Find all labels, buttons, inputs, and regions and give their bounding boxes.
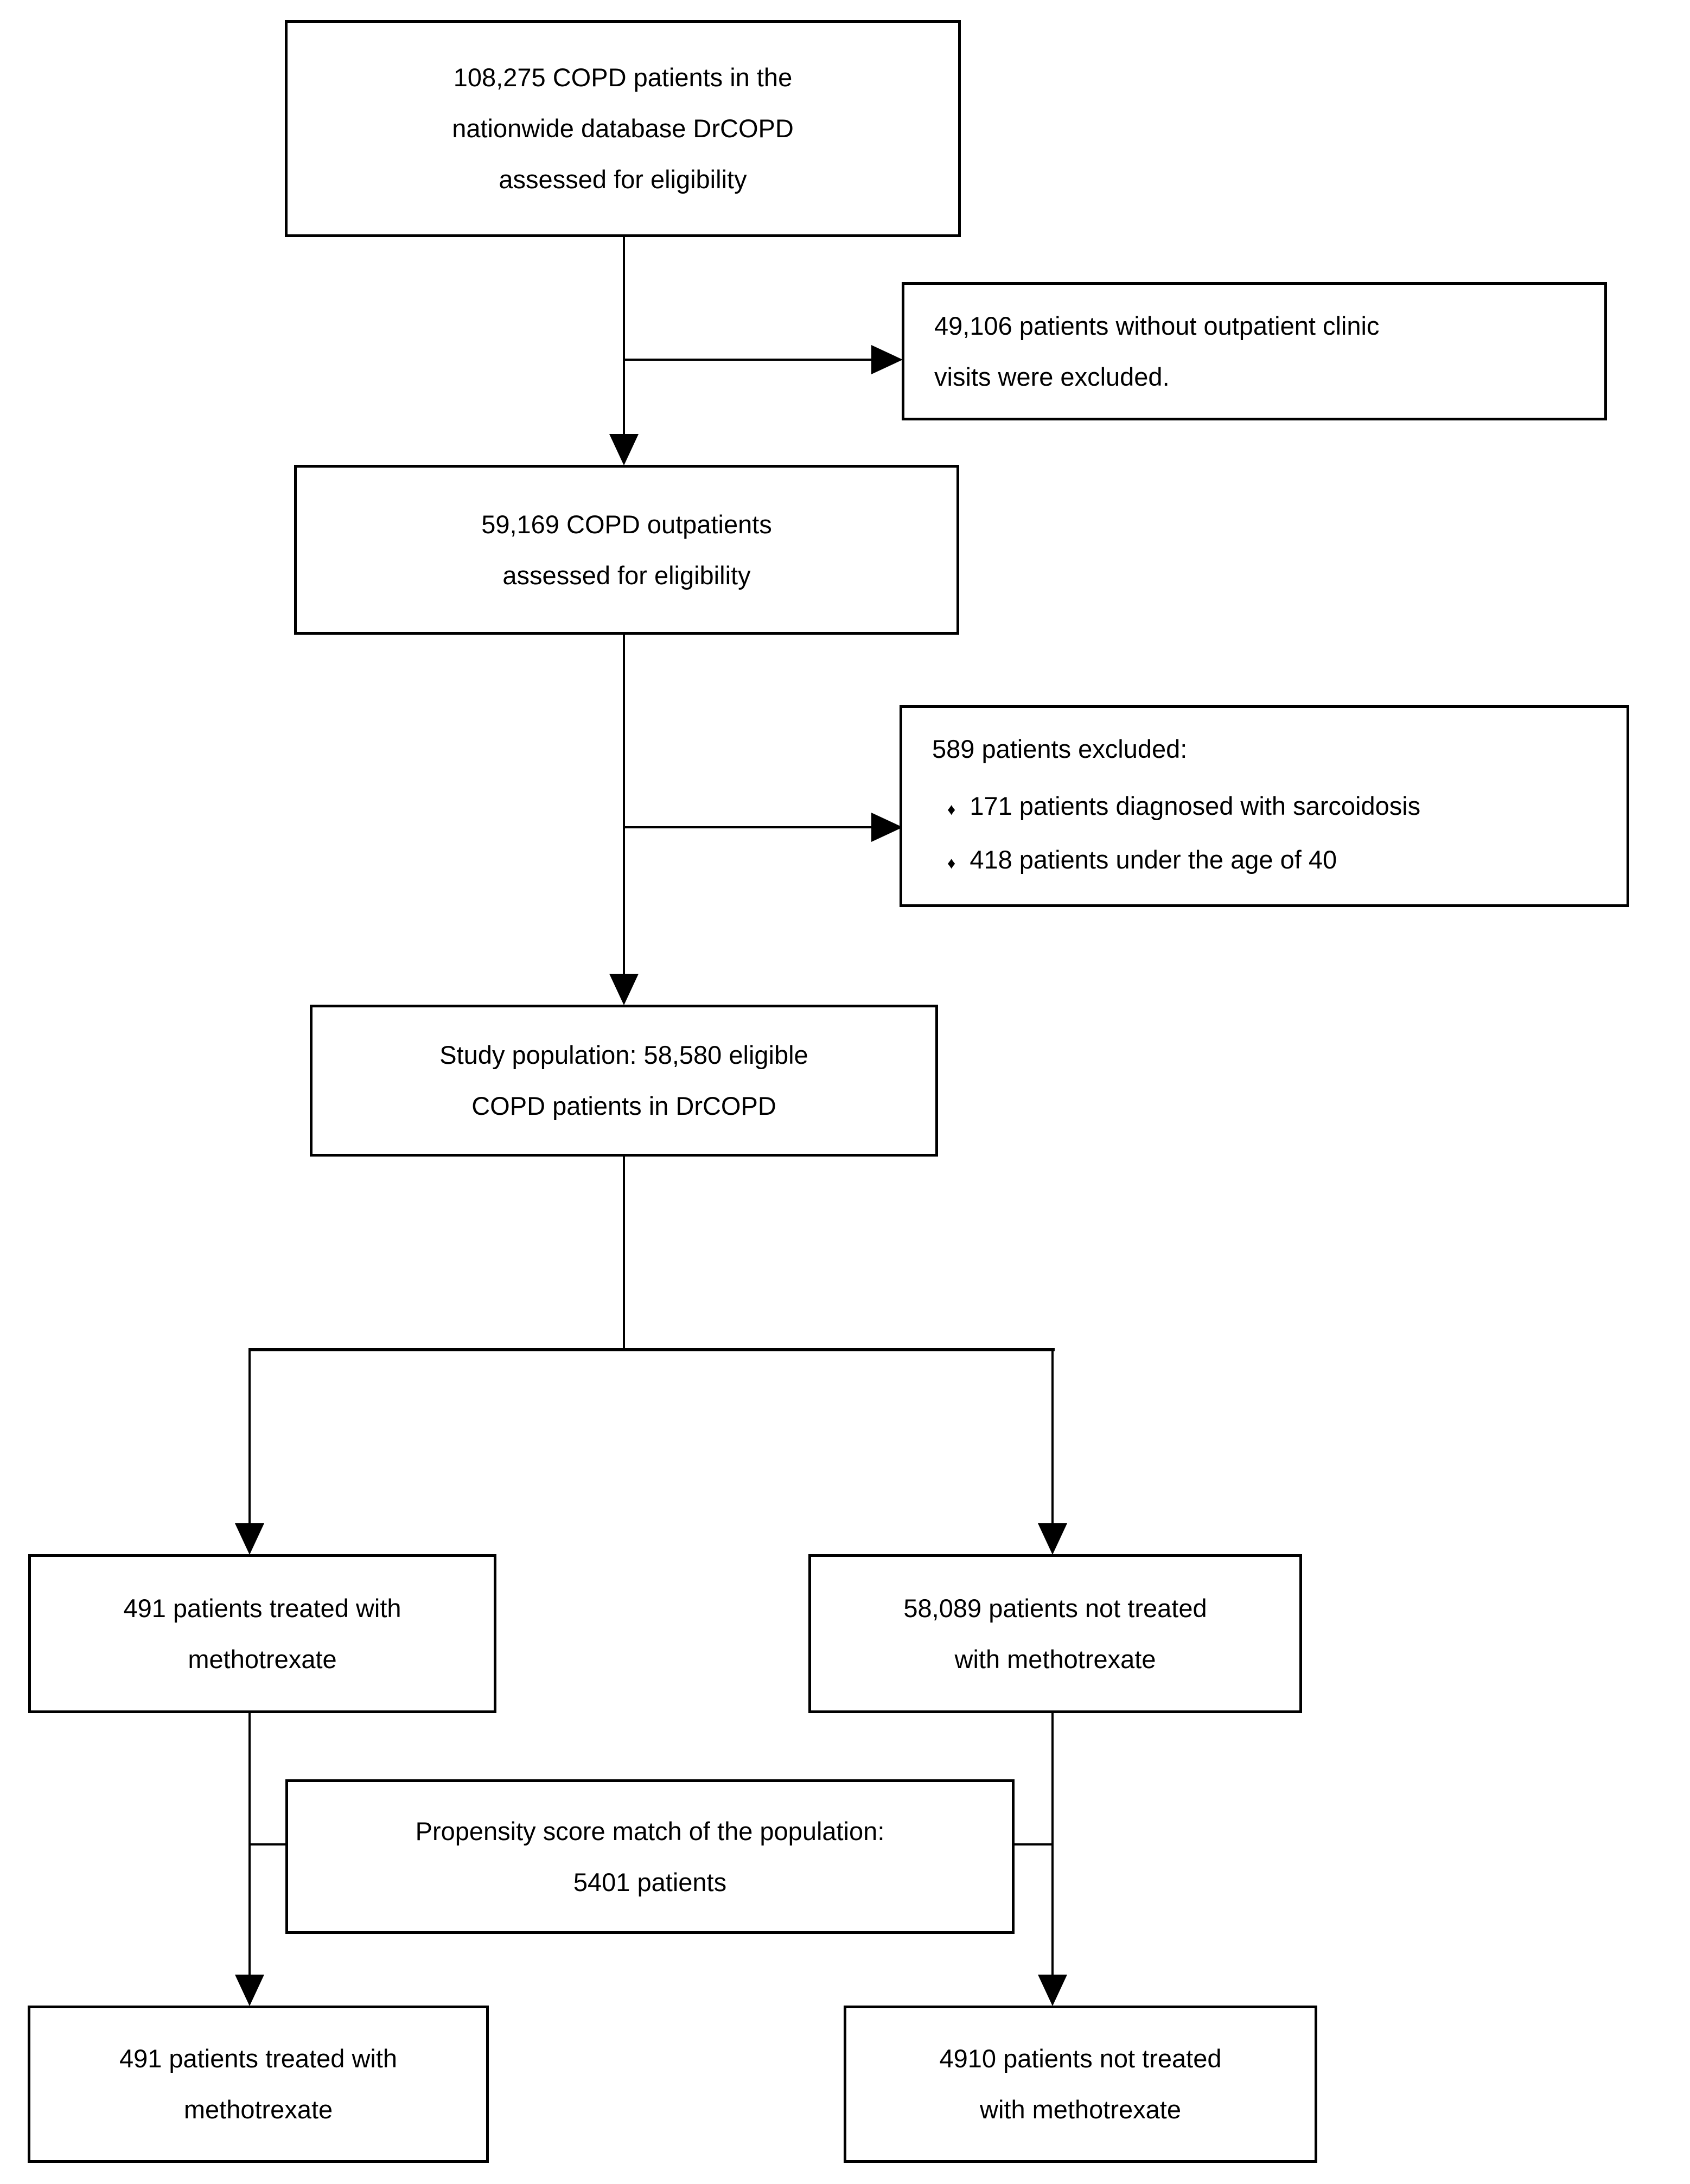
- exclusion-bullet-item: ♦ 418 patients under the age of 40: [947, 835, 1337, 889]
- connector-stub-right: [1015, 1843, 1051, 1845]
- connector-line-vertical: [623, 1157, 625, 1350]
- arrowhead-down-icon: [609, 434, 639, 465]
- box-no-methotrexate-matched-group: 4910 patients not treated with methotrex…: [844, 2006, 1317, 2163]
- connector-line-horizontal: [624, 359, 872, 361]
- box-text-line: 108,275 COPD patients in the: [453, 63, 793, 92]
- box-text-line: assessed for eligibility: [499, 165, 747, 194]
- connector-line-vertical: [623, 635, 625, 976]
- arrowhead-down-icon: [1038, 1975, 1067, 2006]
- split-connector-line: [248, 1348, 1055, 1351]
- connector-stub-left: [251, 1843, 285, 1845]
- connector-line-horizontal: [624, 826, 872, 828]
- connector-line-vertical: [248, 1713, 251, 1976]
- box-text-line: Study population: 58,580 eligible: [439, 1040, 808, 1069]
- box-text-line: 491 patients treated with: [119, 2044, 398, 2073]
- box-excluded-589-patients: 589 patients excluded: ♦ 171 patients di…: [900, 705, 1629, 907]
- box-text-line: assessed for eligibility: [502, 560, 751, 590]
- arrowhead-right-icon: [871, 813, 903, 842]
- connector-line-vertical: [248, 1350, 251, 1524]
- arrowhead-down-icon: [235, 1975, 264, 2006]
- box-text-line: 49,106 patients without outpatient clini…: [934, 311, 1380, 340]
- arrowhead-right-icon: [871, 345, 903, 374]
- box-text-line: with methotrexate: [954, 1644, 1156, 1674]
- connector-line-vertical: [1051, 1713, 1054, 1976]
- exclusion-title: 589 patients excluded:: [932, 735, 1188, 763]
- bullet-label: 418 patients under the age of 40: [970, 845, 1337, 874]
- box-no-methotrexate-group: 58,089 patients not treated with methotr…: [808, 1554, 1302, 1713]
- arrowhead-down-icon: [1038, 1523, 1067, 1555]
- box-copd-outpatients: 59,169 COPD outpatients assessed for eli…: [294, 465, 959, 635]
- box-text-line: nationwide database DrCOPD: [452, 114, 794, 143]
- box-text-line: 491 patients treated with: [123, 1593, 401, 1623]
- box-assessed-for-eligibility: 108,275 COPD patients in the nationwide …: [285, 20, 961, 237]
- box-text-line: 4910 patients not treated: [939, 2044, 1222, 2073]
- diamond-bullet-icon: ♦: [947, 801, 956, 819]
- box-text-line: methotrexate: [183, 2095, 333, 2124]
- box-text-line: 58,089 patients not treated: [903, 1593, 1207, 1623]
- arrowhead-down-icon: [609, 974, 639, 1005]
- box-methotrexate-group: 491 patients treated with methotrexate: [28, 1554, 496, 1713]
- bullet-label: 171 patients diagnosed with sarcoidosis: [970, 791, 1421, 820]
- connector-line-vertical: [1051, 1350, 1054, 1524]
- box-study-population: Study population: 58,580 eligible COPD p…: [310, 1005, 938, 1157]
- exclusion-bullet-item: ♦ 171 patients diagnosed with sarcoidosi…: [947, 781, 1420, 835]
- box-methotrexate-matched-group: 491 patients treated with methotrexate: [28, 2006, 489, 2163]
- box-text-line: methotrexate: [188, 1644, 337, 1674]
- box-text-line: Propensity score match of the population…: [415, 1816, 885, 1845]
- box-excluded-no-outpatient-visits: 49,106 patients without outpatient clini…: [902, 282, 1607, 420]
- box-text-line: with methotrexate: [980, 2095, 1181, 2124]
- box-text-line: 5401 patients: [573, 1867, 727, 1896]
- box-text-line: COPD patients in DrCOPD: [471, 1091, 776, 1120]
- diamond-bullet-icon: ♦: [947, 854, 956, 872]
- box-text-line: 59,169 COPD outpatients: [481, 509, 772, 539]
- arrowhead-down-icon: [235, 1523, 264, 1555]
- box-propensity-score-match: Propensity score match of the population…: [285, 1779, 1015, 1934]
- box-text-line: visits were excluded.: [934, 362, 1170, 391]
- connector-line-vertical: [623, 237, 625, 436]
